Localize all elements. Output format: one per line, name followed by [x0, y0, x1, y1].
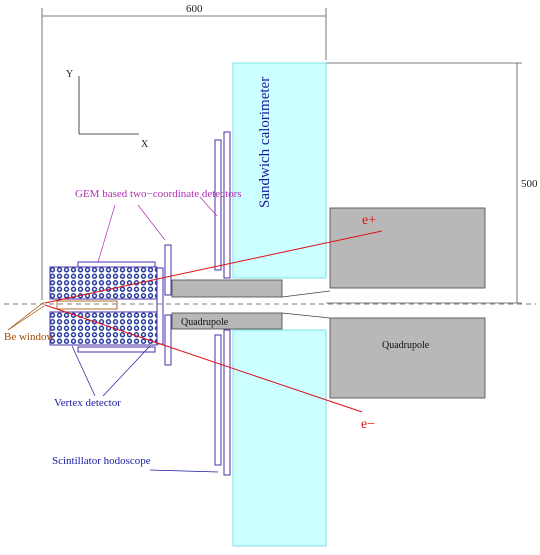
gem-leader-lines: [97, 196, 218, 263]
quadrupole-small: [171, 279, 283, 330]
scintillator-leader-line: [149, 469, 219, 473]
be-window-label: Be window: [4, 331, 54, 343]
calorimeter-label: Sandwich calorimeter: [257, 77, 273, 208]
calorimeter-upper: [232, 62, 327, 279]
e-minus-label: e−: [361, 417, 375, 432]
quadrupole-large-label: Quadrupole: [382, 340, 430, 351]
axis-indicator: [78, 76, 139, 135]
particle-tracks: [44, 230, 383, 413]
axis-x-label: X: [141, 139, 149, 150]
axis-y-label: Y: [66, 69, 73, 80]
vertex-leader-lines: [71, 345, 151, 397]
quadrupole-large: [329, 207, 486, 399]
gem-detectors: [77, 244, 172, 366]
scintillator-label: Scintillator hodoscope: [52, 455, 151, 467]
vertex-detector: [49, 266, 164, 346]
height-dimension-label: 500: [521, 178, 538, 190]
scintillator-plates: [214, 131, 231, 476]
dimension-lines: [41, 8, 522, 304]
vertex-label: Vertex detector: [54, 397, 121, 409]
gem-label: GEM based two−coordinate detectors: [75, 188, 242, 200]
quadrupole-small-label: Quadrupole: [181, 317, 229, 328]
be-window-leader-lines: [7, 301, 45, 331]
calorimeter-lower: [232, 329, 327, 547]
quadrupole-connectors: [281, 290, 331, 319]
e-plus-label: e+: [362, 213, 376, 228]
width-dimension-label: 600: [186, 3, 203, 15]
